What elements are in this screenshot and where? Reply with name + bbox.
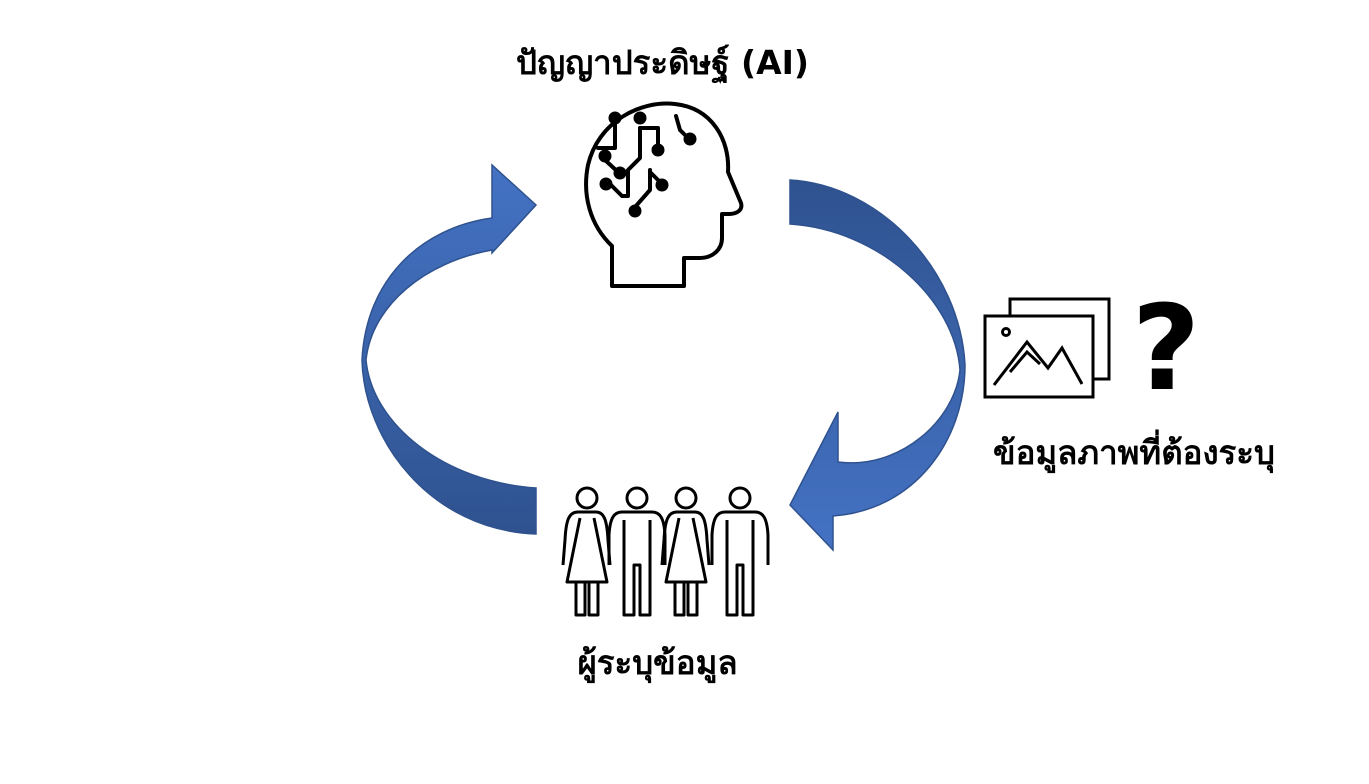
arrow-annotators-to-ai	[361, 163, 538, 535]
person-female-2	[660, 486, 711, 617]
ai-head-circuit-icon	[584, 101, 744, 288]
person-male-1	[607, 486, 667, 617]
image-to-label-label: ข้อมูลภาพที่ต้องระบุ	[993, 433, 1275, 472]
svg-text:?: ?	[1132, 279, 1200, 417]
people-group-icon	[561, 486, 770, 617]
image-stack-icon	[983, 297, 1111, 399]
person-female-1	[561, 486, 612, 617]
ai-label: ปัญญาประดิษฐ์ (AI)	[516, 43, 809, 82]
person-male-2	[710, 486, 770, 617]
arrow-ai-to-annotators	[789, 179, 966, 552]
question-mark-icon: ?	[1132, 279, 1200, 417]
annotators-label: ผู้ระบุข้อมูล	[577, 643, 738, 682]
